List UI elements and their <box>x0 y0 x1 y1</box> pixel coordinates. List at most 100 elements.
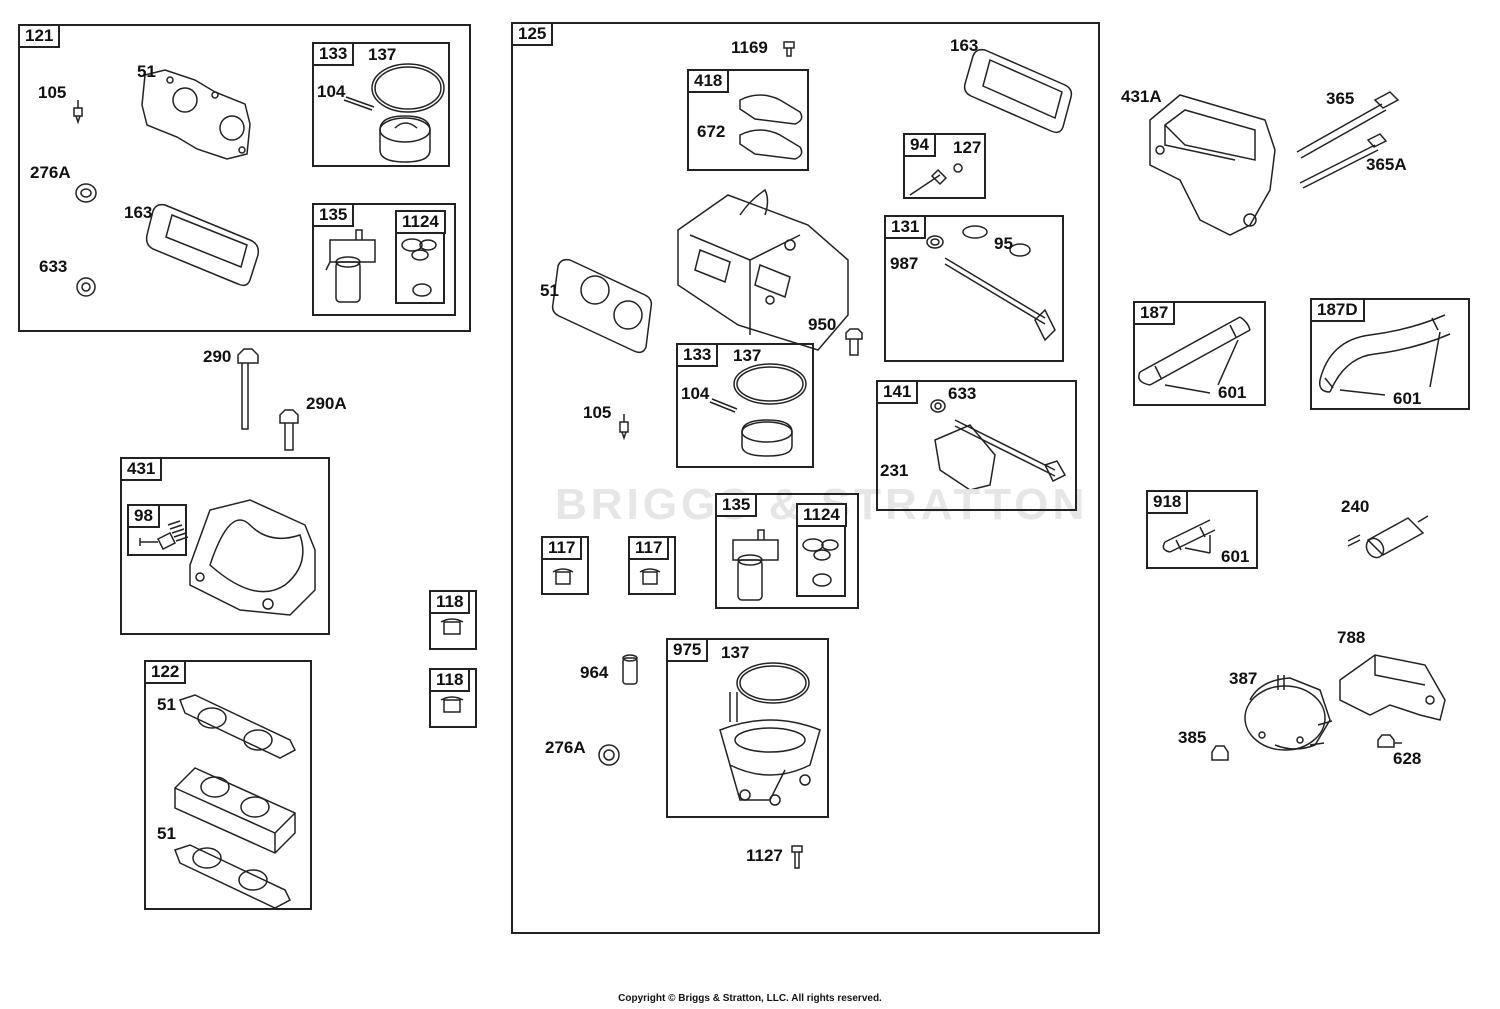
part-label: 127 <box>953 138 982 157</box>
group-box-117: 117 <box>628 536 676 595</box>
group-label: 117 <box>628 536 670 560</box>
part-label: 137 <box>721 643 750 662</box>
part-label: 1169 <box>731 38 768 57</box>
dowel-icon <box>622 654 638 685</box>
part-label: 240 <box>1341 497 1370 516</box>
group-box-121: 121 <box>18 24 471 332</box>
group-label: 133 <box>676 343 719 367</box>
needle-valve-icon <box>73 100 83 125</box>
group-box-133: 133 <box>312 42 450 167</box>
group-label: 117 <box>541 536 583 560</box>
group-box-122: 122 <box>144 660 312 910</box>
group-box-1124: 1124 <box>796 503 847 597</box>
part-label: 788 <box>1337 628 1366 647</box>
group-box-187: 187 <box>1133 301 1266 406</box>
part-label: 365 <box>1326 89 1355 108</box>
gasket-icon <box>179 694 296 759</box>
spring-icon <box>139 520 189 551</box>
part-label: 601 <box>1218 383 1247 402</box>
group-box-418: 418 <box>687 69 809 171</box>
group-label: 125 <box>511 22 554 46</box>
part-label: 137 <box>733 346 762 365</box>
part-label: 51 <box>540 281 559 300</box>
part-label: 276A <box>30 163 71 182</box>
group-box-118: 118 <box>429 668 477 728</box>
plug-icon <box>552 568 574 585</box>
group-label: 118 <box>429 590 471 614</box>
group-box-431: 431 <box>120 457 330 635</box>
adapter-icon <box>1149 94 1276 236</box>
group-label: 94 <box>903 133 936 157</box>
part-label: 290A <box>306 394 347 413</box>
part-label: 1127 <box>746 846 783 865</box>
part-label: 51 <box>157 695 176 714</box>
spacer-icon <box>174 767 296 854</box>
float-icon <box>379 115 431 163</box>
bracket-icon <box>1339 654 1446 721</box>
bolt-icon <box>845 328 863 356</box>
group-label: 418 <box>687 69 730 93</box>
group-box-133: 133 <box>676 343 814 468</box>
washer-icon <box>598 744 620 766</box>
part-label: 290 <box>203 347 232 366</box>
group-box-131: 131 <box>884 215 1064 362</box>
screw-icon <box>791 845 803 869</box>
part-label: 387 <box>1229 669 1258 688</box>
bolt-icon <box>1299 133 1388 189</box>
o-ring-icon <box>733 363 807 405</box>
group-label: 1124 <box>395 210 446 234</box>
group-box-975: 975 <box>666 638 829 818</box>
needle-valve-icon <box>619 414 629 441</box>
float-bowl-icon <box>719 692 821 806</box>
group-label: 122 <box>144 660 187 684</box>
part-label: 385 <box>1178 728 1207 747</box>
o-ring-icon <box>736 662 810 704</box>
copyright-notice: Copyright © Briggs & Stratton, LLC. All … <box>618 993 882 1004</box>
needle-icon <box>909 163 963 196</box>
float-icon <box>741 419 793 457</box>
gasket-icon <box>141 69 251 160</box>
group-label: 135 <box>715 493 758 517</box>
group-box-135: 135 <box>312 203 456 316</box>
part-label: 431A <box>1121 87 1162 106</box>
part-label: 633 <box>948 384 977 403</box>
part-label: 104 <box>317 82 346 101</box>
seal-kit-icon <box>401 238 437 297</box>
screw-icon <box>783 41 795 57</box>
part-label: 633 <box>39 257 68 276</box>
part-label: 95 <box>994 234 1013 253</box>
hose-icon <box>1318 314 1451 396</box>
part-label: 672 <box>697 122 726 141</box>
throttle-shaft-icon <box>930 399 1067 491</box>
part-label: 137 <box>368 45 397 64</box>
group-label: 135 <box>312 203 355 227</box>
part-label: 105 <box>583 403 612 422</box>
group-box-141: 141 <box>876 380 1077 511</box>
gasket-icon <box>963 48 1073 134</box>
part-label: 276A <box>545 738 586 757</box>
part-label: 365A <box>1366 155 1407 174</box>
pin-icon <box>709 398 738 413</box>
group-label: 118 <box>429 668 471 692</box>
group-label: 98 <box>127 504 160 528</box>
solenoid-icon <box>732 529 779 601</box>
part-label: 628 <box>1393 749 1422 768</box>
group-label: 121 <box>18 24 61 48</box>
fuel-pump-icon <box>1244 675 1333 751</box>
group-label: 187 <box>1133 301 1176 325</box>
group-box-1124: 1124 <box>395 210 446 304</box>
group-label: 975 <box>666 638 709 662</box>
hose-icon <box>1138 316 1251 394</box>
group-label: 1124 <box>796 503 847 527</box>
group-label: 187D <box>1310 298 1365 322</box>
part-label: 51 <box>137 62 156 81</box>
group-box-117: 117 <box>541 536 589 595</box>
solenoid-icon <box>325 229 376 303</box>
gasket-icon <box>551 258 653 354</box>
part-label: 231 <box>880 461 909 480</box>
part-label: 163 <box>124 203 153 222</box>
group-box-125: 125 <box>511 22 1100 934</box>
plug-icon <box>440 696 464 713</box>
group-label: 431 <box>120 457 163 481</box>
